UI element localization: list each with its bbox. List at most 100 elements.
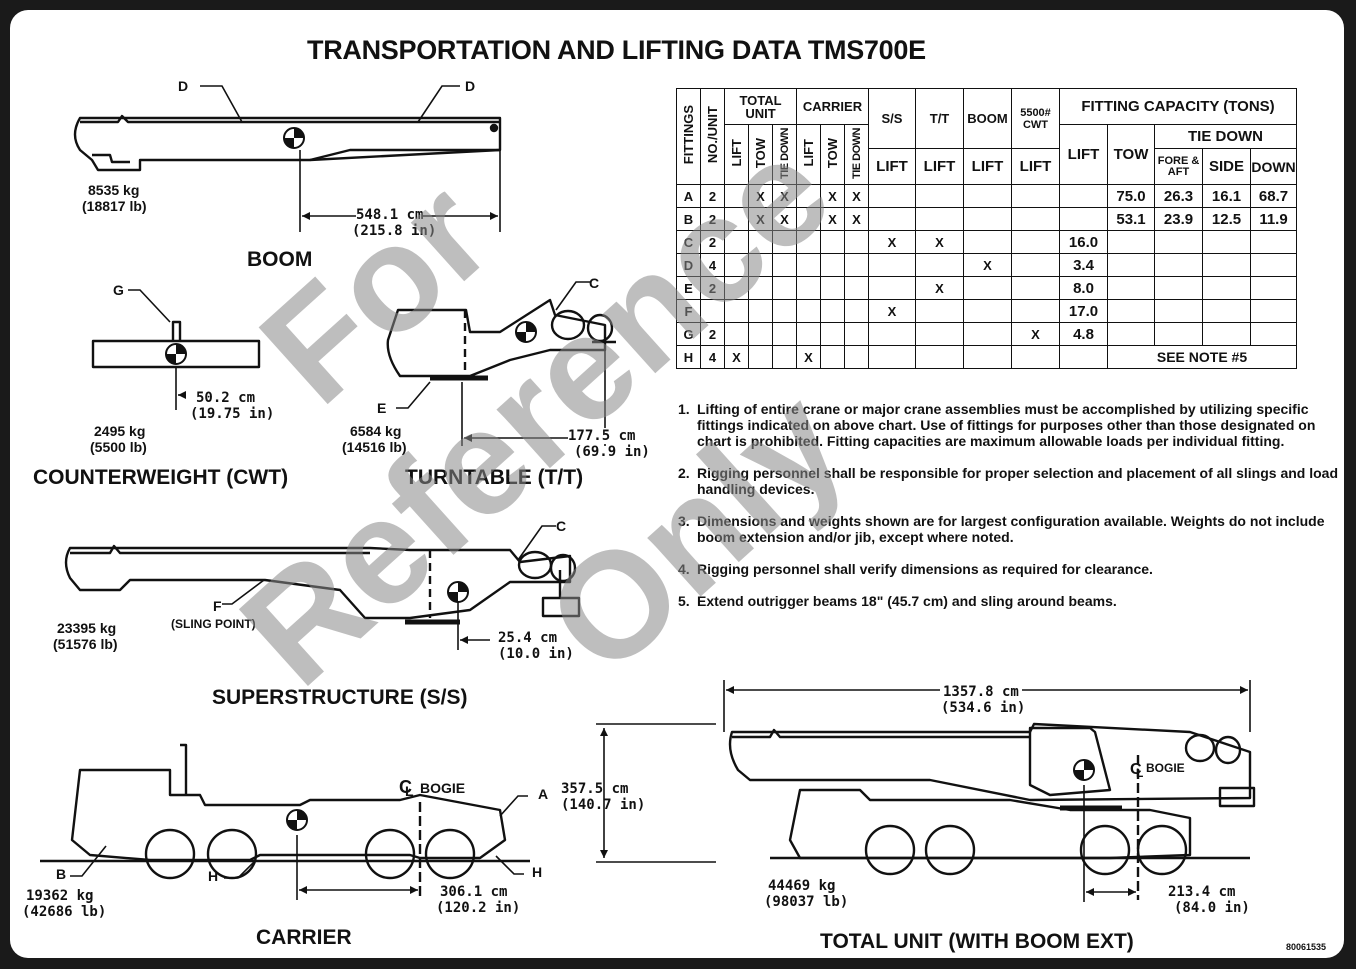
diagram-drawings: CL CL [40,85,1256,902]
note-number: 4. [678,561,690,577]
note-text: Dimensions and weights shown are for lar… [697,513,1325,545]
total-weight-lb: (98037 lb) [764,894,849,910]
carrier-dist-cm: 306.1 cm [440,884,508,900]
th-boom-lift: LIFT [963,148,1012,185]
ss-label: SUPERSTRUCTURE (S/S) [212,686,468,709]
boom-drawing [73,114,502,172]
cell-boom [963,345,1012,369]
cell-c_td [844,299,869,323]
note-text: Lifting of entire crane or major crane a… [697,401,1316,449]
cell-cap_lift [1059,345,1108,369]
cell-c_td: X [844,184,869,208]
cell-side [1202,299,1251,323]
cell-see-note: SEE NOTE #5 [1107,345,1297,369]
cell-tu_td [772,345,797,369]
cell-down [1250,230,1297,254]
ss-marker-c: C [556,518,567,534]
carrier-label: CARRIER [256,926,352,949]
cwt-weight-kg: 2495 kg [94,423,146,439]
cell-tu_tow [748,230,773,254]
cell-fore [1154,253,1203,277]
ss-dist-cm: 25.4 cm [498,630,558,646]
cell-tu_td [772,299,797,323]
turntable-drawing [386,298,616,381]
superstructure-drawing [64,544,581,625]
carrier-height-in: (140.7 in) [561,797,646,813]
cell-tt: X [915,230,964,254]
carrier-height-cm: 357.5 cm [561,781,629,797]
carrier-marker-h1: H [208,868,219,884]
carrier-weight-kg: 19362 kg [26,888,94,904]
cell-tu_lift [724,276,749,300]
note-number: 1. [678,401,690,417]
cell-ss: X [868,299,916,323]
cell-c_lift [796,299,821,323]
cell-ss [868,322,916,346]
th-no-unit: NO./UNIT [700,88,725,185]
cell-side: 16.1 [1202,184,1251,208]
tt-marker-c: C [589,275,600,291]
boom-label: BOOM [247,248,313,271]
cell-tt [915,184,964,208]
cell-c_tow [820,253,845,277]
cell-no: 2 [700,230,725,254]
cell-cwt [1011,299,1060,323]
cell-fit: B [676,207,701,231]
cell-cap_lift [1059,184,1108,208]
cell-tu_tow [748,299,773,323]
note-text: Extend outrigger beams 18" (45.7 cm) and… [697,593,1117,609]
cell-tu_lift [724,184,749,208]
notes-list: 1. Lifting of entire crane or major crane… [678,401,1338,625]
total-dist-in: (84.0 in) [1174,900,1250,916]
cell-cap_lift: 17.0 [1059,299,1108,323]
cell-tu_tow [748,322,773,346]
th-side: SIDE [1202,148,1251,185]
tt-marker-e: E [377,400,387,416]
cell-fit: H [676,345,701,369]
cell-tt [915,253,964,277]
cell-tu_td: X [772,184,797,208]
carrier-dist-in: (120.2 in) [436,900,521,916]
cell-tu_lift [724,299,749,323]
cell-tt [915,322,964,346]
carrier-marker-h2: H [532,864,543,880]
cwt-weight-lb: (5500 lb) [90,439,147,455]
cell-no: 2 [700,322,725,346]
cwt-dist-cm: 50.2 cm [196,390,256,406]
cell-cap_lift: 8.0 [1059,276,1108,300]
carrier-marker-a: A [538,786,549,802]
cell-cap_tow: 53.1 [1107,207,1155,231]
cell-c_td [844,253,869,277]
cell-fit: E [676,276,701,300]
cell-ss [868,207,916,231]
cell-ss [868,345,916,369]
carrier-marker-b: B [56,866,67,882]
ss-weight-kg: 23395 kg [57,620,117,636]
boom-weight-kg: 8535 kg [88,182,140,198]
th-fore-aft: FORE & AFT [1154,148,1203,185]
cell-fore [1154,230,1203,254]
cell-tt: X [915,276,964,300]
total-dist-cm: 213.4 cm [1168,884,1236,900]
cell-fore [1154,299,1203,323]
cell-cap_tow [1107,276,1155,300]
cell-cap_lift [1059,207,1108,231]
th-fittings: FITTINGS [676,88,701,185]
cell-c_td [844,230,869,254]
th-c-tiedown: TIE DOWN [844,124,869,185]
th-cwt: 5500# CWT [1011,88,1060,149]
th-tt-lift: LIFT [915,148,964,185]
cell-boom [963,184,1012,208]
cell-cap_lift: 16.0 [1059,230,1108,254]
cell-boom [963,299,1012,323]
cell-c_lift [796,253,821,277]
note-number: 3. [678,513,690,529]
cell-boom [963,207,1012,231]
th-tu-tow: TOW [748,124,773,185]
cell-c_tow: X [820,184,845,208]
